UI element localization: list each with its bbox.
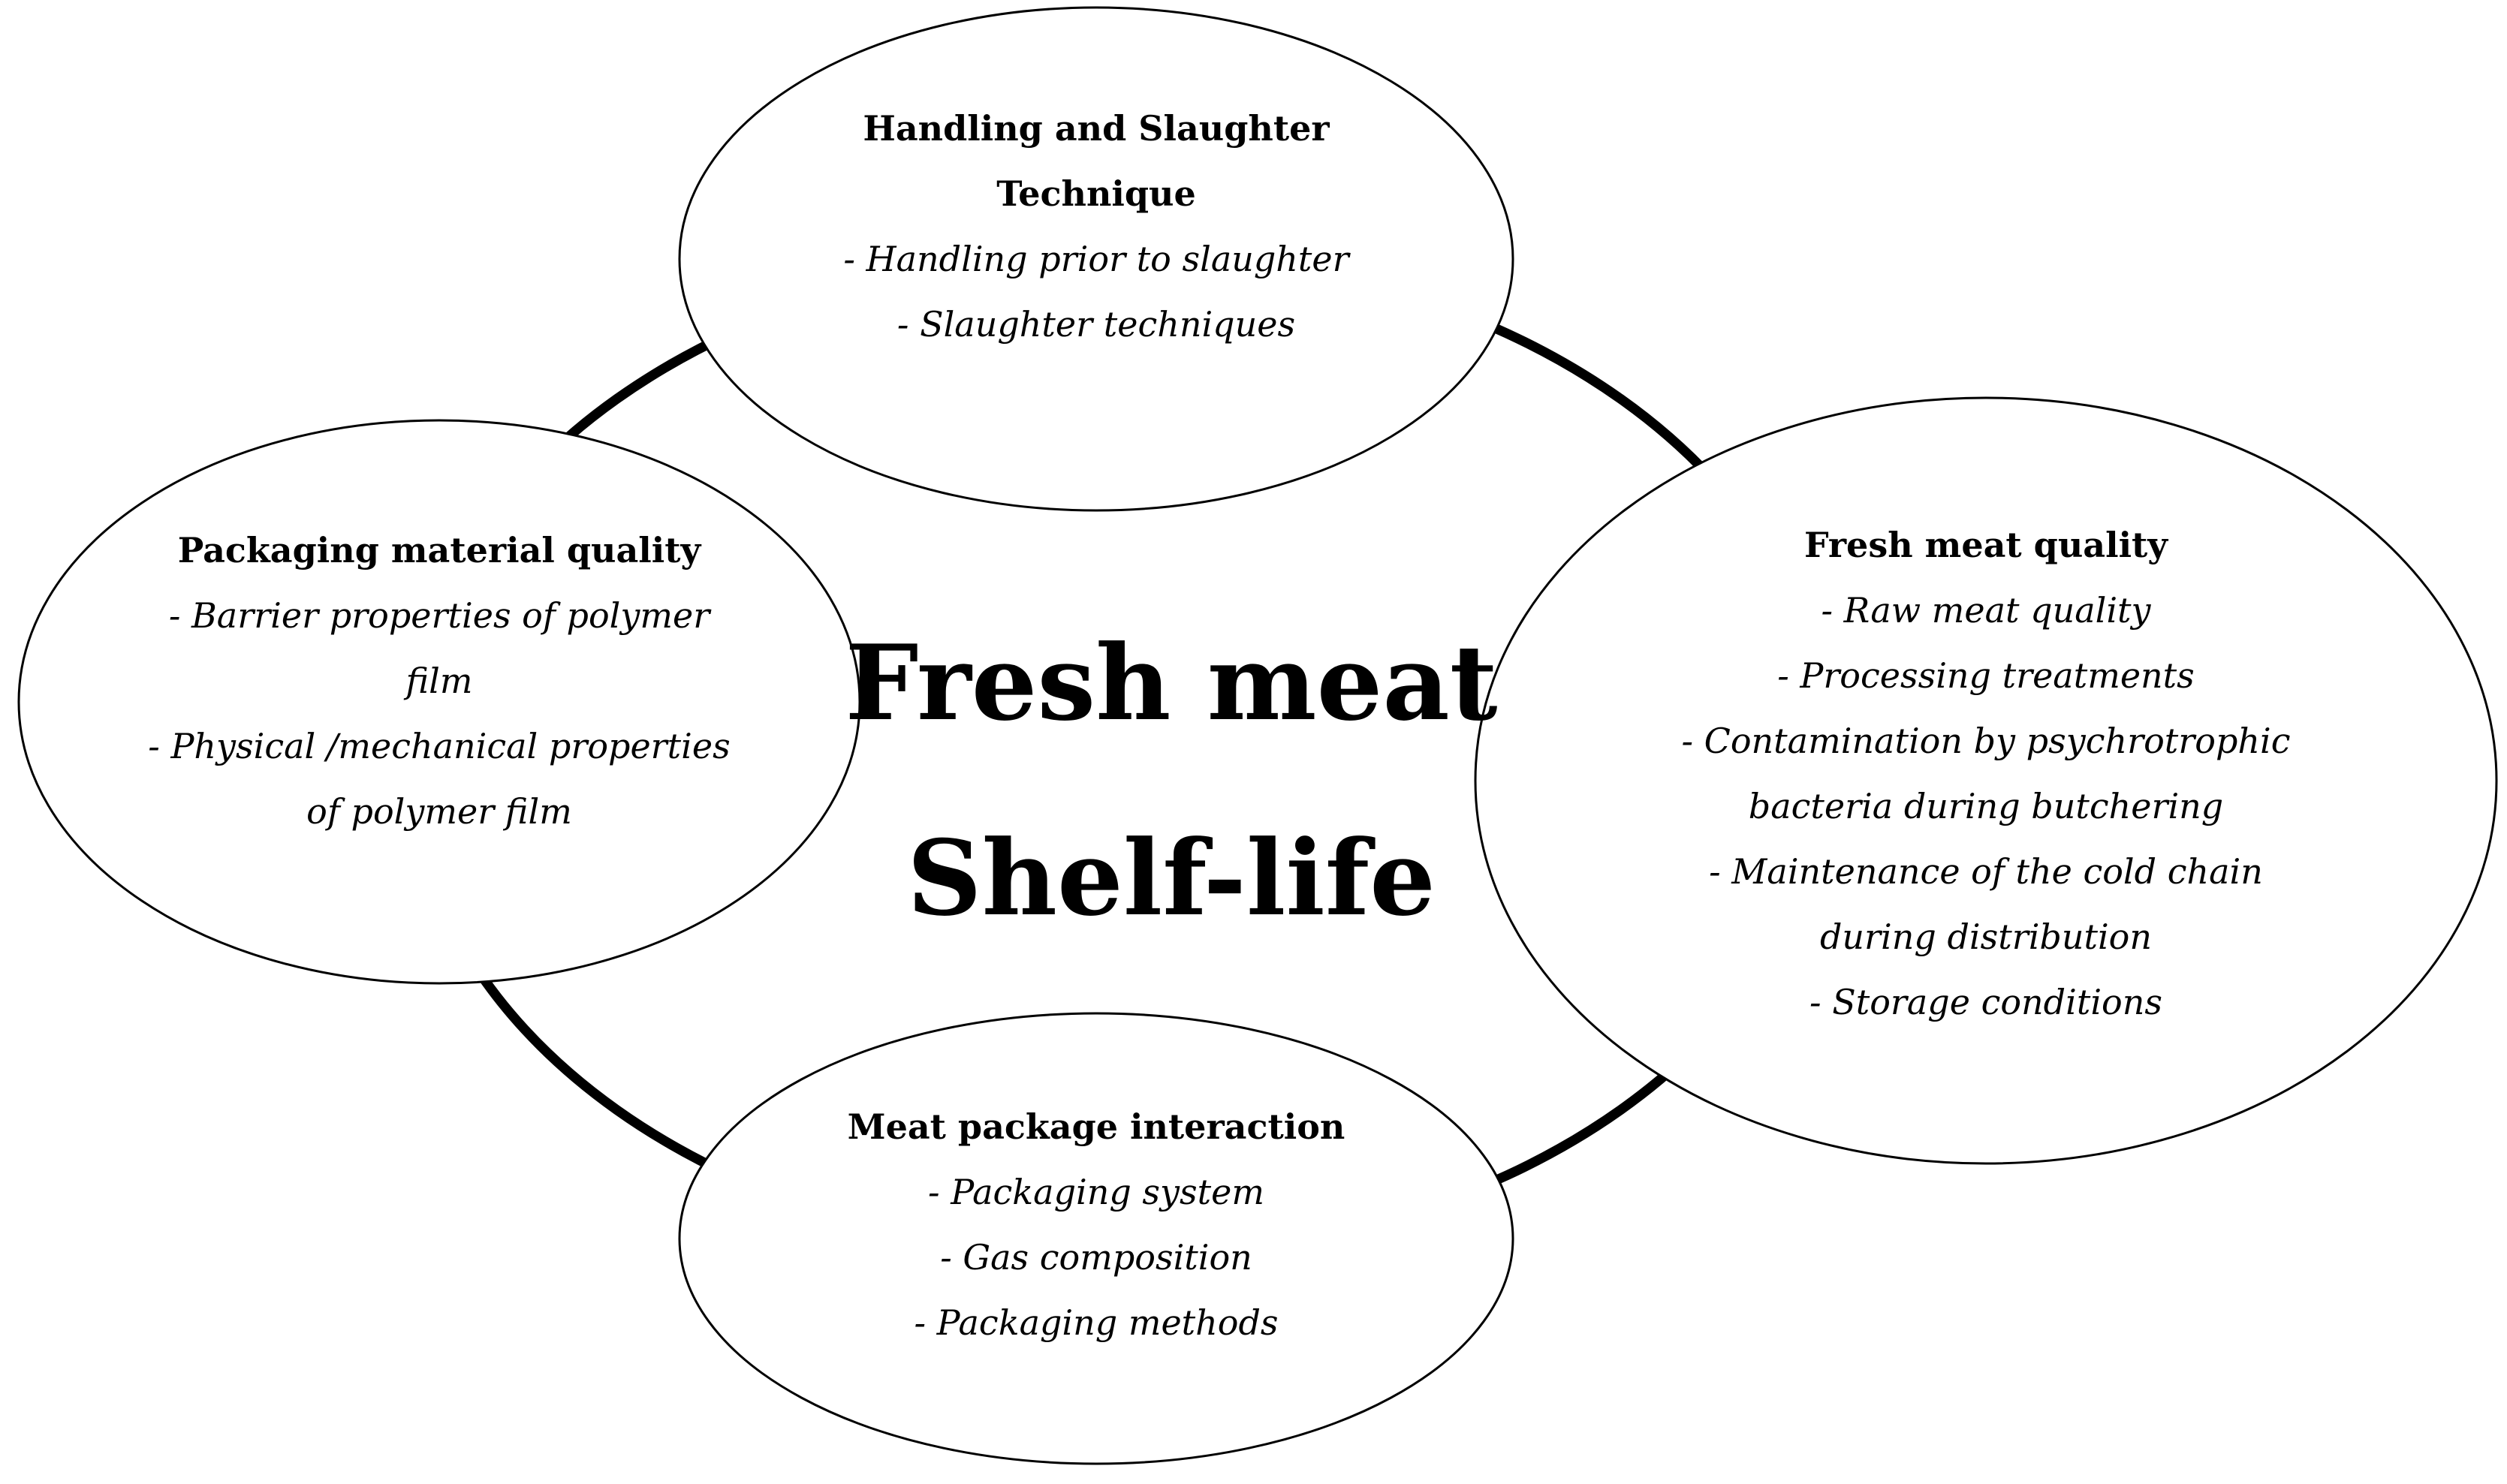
packaging-material-line: of polymer film bbox=[306, 791, 572, 832]
center-label-line2: Shelf-life bbox=[907, 817, 1436, 939]
meat-package-item: - Packaging methods bbox=[914, 1302, 1279, 1343]
fresh-meat-quality-ellipse bbox=[1474, 396, 2498, 1165]
meat-package-ellipse bbox=[678, 1012, 1514, 1465]
meat-package-item: - Packaging system bbox=[928, 1172, 1264, 1212]
fresh-meat-quality-node: Fresh meat quality - Raw meat quality - … bbox=[1611, 513, 2361, 1035]
fresh-meat-quality-line: bacteria during butchering bbox=[1748, 786, 2224, 826]
handling-title-line2: Technique bbox=[996, 173, 1196, 214]
center-label-line1: Fresh meat bbox=[845, 622, 1498, 744]
packaging-material-title: Packaging material quality bbox=[177, 530, 701, 570]
handling-item: - Handling prior to slaughter bbox=[843, 239, 1349, 279]
fresh-meat-quality-line: - Contamination by psychrotrophic bbox=[1681, 721, 2291, 761]
meat-package-title: Meat package interaction bbox=[847, 1106, 1345, 1147]
meat-package-node: Meat package interaction - Packaging sys… bbox=[758, 1094, 1434, 1356]
packaging-material-line: - Barrier properties of polymer bbox=[168, 595, 710, 636]
handling-node: Handling and Slaughter Technique - Handl… bbox=[758, 96, 1434, 357]
handling-title-line1: Handling and Slaughter bbox=[863, 108, 1330, 149]
fresh-meat-quality-line: - Raw meat quality bbox=[1821, 590, 2151, 631]
packaging-material-line: film bbox=[405, 661, 473, 701]
meat-package-item: - Gas composition bbox=[940, 1237, 1252, 1278]
fresh-meat-quality-line: - Processing treatments bbox=[1777, 655, 2195, 696]
packaging-material-ellipse bbox=[17, 419, 861, 985]
center-label: Fresh meat Shelf-life bbox=[796, 585, 1547, 976]
fresh-meat-quality-line: - Storage conditions bbox=[1809, 982, 2162, 1022]
fresh-meat-quality-title: Fresh meat quality bbox=[1803, 525, 2168, 565]
packaging-material-line: - Physical /mechanical properties bbox=[148, 726, 731, 766]
fresh-meat-quality-line: during distribution bbox=[1819, 917, 2152, 957]
handling-ellipse bbox=[678, 6, 1514, 512]
fresh-meat-quality-line: - Maintenance of the cold chain bbox=[1709, 851, 2263, 892]
handling-item: - Slaughter techniques bbox=[896, 304, 1296, 345]
packaging-material-node: Packaging material quality - Barrier pro… bbox=[101, 518, 777, 844]
